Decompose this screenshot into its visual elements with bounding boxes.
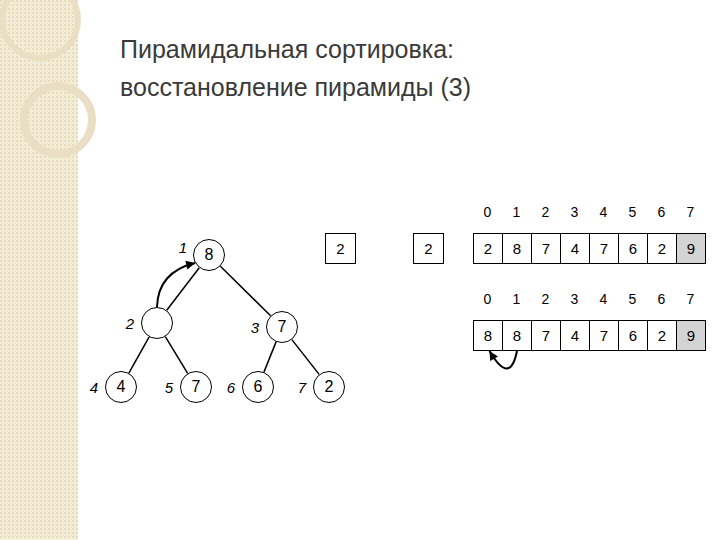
node-index: 3 — [248, 319, 262, 337]
heap-node-circle: 66 — [242, 371, 274, 403]
node-index: 6 — [224, 379, 238, 397]
cell-value: 8 — [513, 240, 521, 257]
node-value: 8 — [205, 246, 214, 264]
heap-node-circle: 44 — [105, 371, 137, 403]
slide-title: Пирамидальная сортировка: восстановление… — [120, 30, 560, 106]
array-index: 3 — [560, 291, 589, 307]
node-value: 7 — [278, 318, 287, 336]
tree-edge — [165, 337, 187, 374]
cell-value: 2 — [424, 240, 432, 257]
cell-value: 8 — [484, 327, 492, 344]
heap-node-circle: 72 — [313, 371, 345, 403]
array-index: 2 — [531, 291, 560, 307]
array-cell: 7 — [589, 233, 619, 264]
tree-edge — [220, 266, 270, 316]
cell-value: 2 — [484, 240, 492, 257]
cell-value: 7 — [600, 327, 608, 344]
array-index: 1 — [502, 291, 531, 307]
node-index: 1 — [176, 239, 190, 257]
array-index: 4 — [589, 204, 618, 220]
arrowhead — [490, 351, 498, 361]
node-value: 2 — [325, 378, 334, 396]
cell-value: 8 — [513, 327, 521, 344]
cell-value: 6 — [629, 240, 637, 257]
cell-value: 6 — [629, 327, 637, 344]
array-cell: 4 — [560, 320, 590, 351]
node-index: 5 — [162, 379, 176, 397]
deco-ring — [24, 86, 92, 154]
array-cell: 4 — [560, 233, 590, 264]
cell-value: 9 — [687, 327, 695, 344]
array-index: 4 — [589, 291, 618, 307]
node-value: 6 — [254, 378, 263, 396]
tree-edge — [264, 342, 276, 372]
array-cell: 8 — [473, 320, 503, 351]
curved-arrow — [490, 351, 518, 369]
cell-value: 4 — [571, 327, 579, 344]
node-index: 7 — [295, 379, 309, 397]
array-cell: 8 — [502, 233, 532, 264]
heap-node-circle: 57 — [180, 371, 212, 403]
heap-node-circle: 2 — [141, 307, 173, 339]
heap-node-circle: 18 — [193, 239, 225, 271]
deco-ring — [2, 0, 78, 58]
cell-value: 7 — [542, 240, 550, 257]
array-index: 2 — [531, 204, 560, 220]
cell-value: 2 — [658, 327, 666, 344]
array-index: 3 — [560, 204, 589, 220]
array-index: 6 — [647, 291, 676, 307]
node-index: 4 — [87, 379, 101, 397]
array-index: 5 — [618, 291, 647, 307]
cell-value: 2 — [336, 240, 344, 257]
array-cell: 7 — [589, 320, 619, 351]
tree-edge — [292, 340, 319, 375]
cell-value: 7 — [542, 327, 550, 344]
array-index: 0 — [473, 291, 502, 307]
node-value: 4 — [117, 378, 126, 396]
array-cell: 7 — [531, 233, 561, 264]
array-index: 1 — [502, 204, 531, 220]
array-index: 5 — [618, 204, 647, 220]
cell-value: 7 — [600, 240, 608, 257]
cell-value: 4 — [571, 240, 579, 257]
array-index: 7 — [676, 204, 705, 220]
tree-edge — [129, 337, 149, 373]
cell-value: 2 — [658, 240, 666, 257]
array-index: 7 — [676, 291, 705, 307]
heap-node-circle: 37 — [266, 311, 298, 343]
array-cell: 8 — [502, 320, 532, 351]
curved-arrow — [157, 263, 195, 307]
array-cell: 2 — [473, 233, 503, 264]
array-cell: 2 — [325, 233, 356, 264]
array-index: 6 — [647, 204, 676, 220]
cell-value: 9 — [687, 240, 695, 257]
array-cell: 2 — [647, 320, 677, 351]
array-cell: 6 — [618, 233, 648, 264]
array-cell: 9 — [676, 233, 706, 264]
array-cell: 9 — [676, 320, 706, 351]
node-value: 7 — [192, 378, 201, 396]
array-cell: 2 — [647, 233, 677, 264]
array-cell: 2 — [413, 233, 444, 264]
array-index: 0 — [473, 204, 502, 220]
array-cell: 7 — [531, 320, 561, 351]
array-cell: 6 — [618, 320, 648, 351]
node-index: 2 — [123, 315, 137, 333]
side-stripe — [0, 0, 78, 540]
